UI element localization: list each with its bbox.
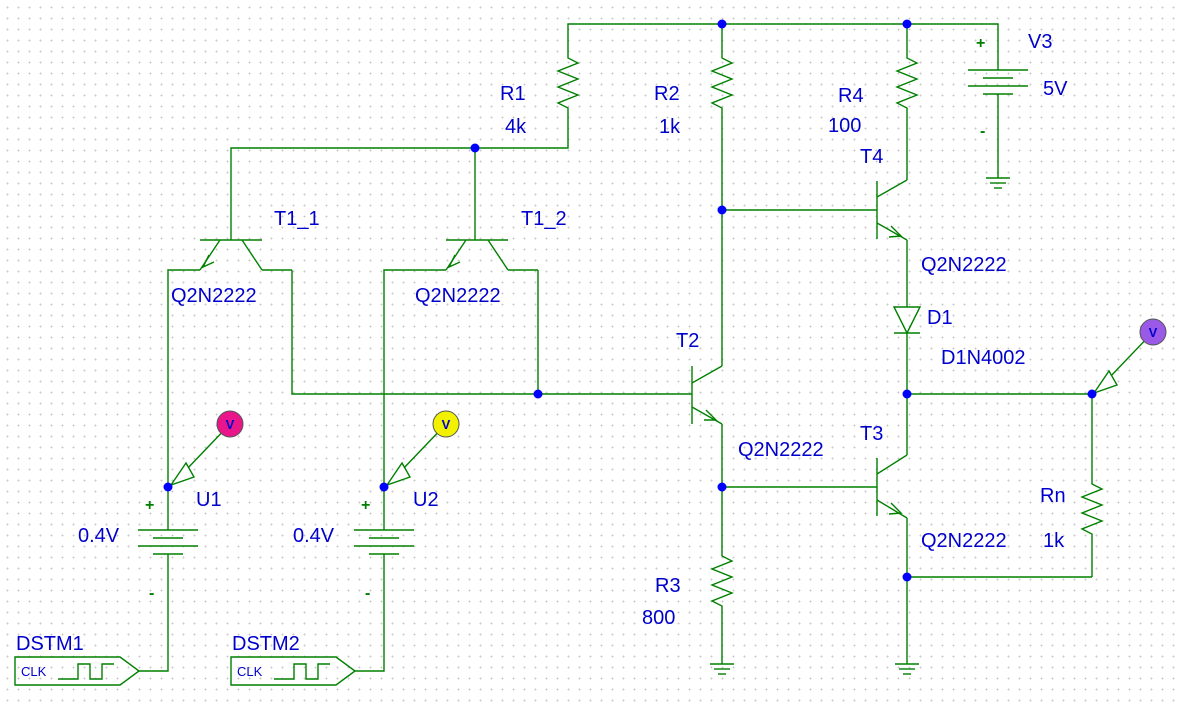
resistor-r3 (710, 546, 734, 614)
t4-ref: T4 (860, 146, 883, 168)
voltage-source-u2 (354, 525, 414, 557)
r2-value: 1k (659, 116, 681, 138)
dstm2-pin: CLK (237, 664, 263, 679)
t4-model: Q2N2222 (921, 254, 1007, 276)
wires (139, 23, 1093, 672)
t1-1-model: Q2N2222 (171, 285, 257, 307)
u1-plus: + (145, 497, 154, 514)
t1-2-model: Q2N2222 (415, 285, 501, 307)
v3-value: 5V (1043, 78, 1068, 100)
r3-ref: R3 (655, 575, 681, 597)
u2-value: 0.4V (293, 525, 335, 547)
voltage-probe-u2[interactable]: V (385, 410, 460, 487)
t1-2-ref: T1_2 (521, 208, 567, 230)
transistor-t1-2 (445, 239, 538, 271)
r4-ref: R4 (838, 85, 864, 107)
probe-letter-output: V (1149, 325, 1158, 340)
u1-ref: U1 (196, 489, 222, 511)
dstm1-ref: DSTM1 (16, 633, 84, 655)
ground-symbol-t3 (895, 663, 919, 675)
resistor-r1 (556, 48, 580, 116)
dstm2-ref: DSTM2 (232, 633, 300, 655)
digital-stimulus-dstm1 (14, 656, 141, 686)
resistor-rn (1080, 474, 1104, 544)
rn-value: 1k (1043, 530, 1065, 552)
t3-ref: T3 (860, 423, 883, 445)
voltage-probe-u1[interactable]: V (169, 410, 244, 487)
transistor-t3 (876, 454, 908, 519)
v3-ref: V3 (1028, 31, 1052, 53)
probe-head-u1 (216, 410, 244, 438)
digital-stimulus-dstm2 (230, 656, 357, 686)
d1-model: D1N4002 (941, 347, 1026, 369)
rn-ref: Rn (1040, 485, 1066, 507)
d1-ref: D1 (927, 307, 953, 329)
u1-value: 0.4V (78, 525, 120, 547)
r3-value: 800 (642, 607, 675, 629)
transistor-t2 (691, 365, 723, 425)
v3-minus: - (980, 123, 985, 140)
ground-symbol-v3 (986, 177, 1010, 189)
t3-model: Q2N2222 (921, 530, 1007, 552)
r1-value: 4k (505, 116, 527, 138)
dstm1-pin: CLK (21, 664, 47, 679)
u2-plus: + (361, 497, 370, 514)
v3-plus: + (976, 35, 985, 52)
resistor-r4 (895, 48, 919, 116)
r1-ref: R1 (500, 83, 526, 105)
diode-d1 (892, 306, 922, 335)
t2-ref: T2 (676, 330, 699, 352)
probe-head-u2 (432, 410, 460, 438)
t1-1-ref: T1_1 (274, 208, 320, 230)
voltage-probe-output[interactable]: V (1092, 318, 1167, 395)
ground-symbol-r3 (710, 663, 734, 675)
probe-letter-u2: V (442, 417, 451, 432)
junction-nodes (163, 19, 1097, 582)
r4-value: 100 (828, 115, 861, 137)
u2-ref: U2 (413, 489, 439, 511)
r2-ref: R2 (654, 83, 680, 105)
transistor-t4 (876, 179, 908, 241)
u1-minus: - (149, 585, 154, 602)
u2-minus: - (365, 585, 370, 602)
transistor-t1-1 (199, 239, 292, 271)
t2-model: Q2N2222 (738, 439, 824, 461)
voltage-source-v3 (968, 44, 1028, 98)
probe-letter-u1: V (226, 417, 235, 432)
voltage-source-u1 (138, 525, 198, 557)
probe-head-output (1139, 318, 1167, 346)
resistor-r2 (710, 48, 734, 116)
